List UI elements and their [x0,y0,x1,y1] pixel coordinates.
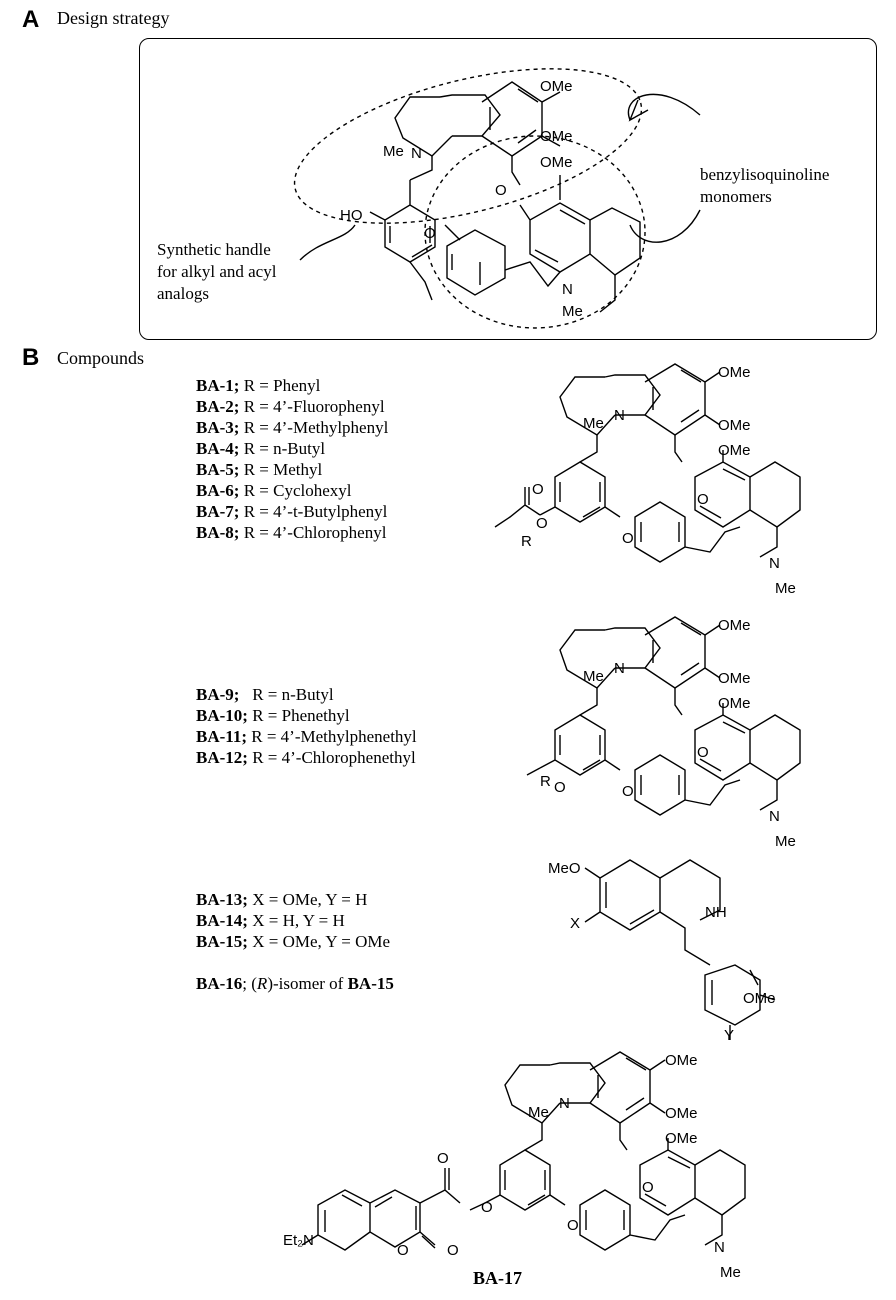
svg-text:O: O [622,783,634,800]
compound-label: BA-14; X = H, Y = H [196,911,345,930]
ba1-8-atoms: OMe OMe OMe Me N O O O O R N Me [521,364,796,597]
svg-text:N: N [562,281,573,298]
compound-label: BA-12; R = 4’-Chlorophenethyl [196,748,416,767]
svg-text:Y: Y [724,1027,734,1044]
compound-label: BA-15; X = OMe, Y = OMe [196,932,391,951]
ba17-label: BA-17 [473,1268,522,1288]
svg-text:O: O [397,1242,409,1259]
panel-a-letter: A [22,6,40,33]
design-strategy-frame [139,38,877,340]
svg-text:N: N [769,808,780,825]
svg-text:Me: Me [775,833,796,850]
structure-ba1-8 [494,363,801,563]
svg-text:R: R [540,773,551,790]
svg-text:Synthetic handle: Synthetic handle [157,240,271,259]
svg-text:OMe: OMe [718,417,751,434]
svg-text:O: O [567,1217,579,1234]
monomers-annotation: benzylisoquinoline monomers [700,165,829,206]
svg-text:benzylisoquinoline: benzylisoquinoline [700,165,829,184]
svg-text:R: R [521,533,532,550]
dimer-structure-a [293,68,701,329]
svg-text:O: O [424,225,436,242]
svg-text:Me: Me [583,415,604,432]
svg-text:Me: Me [562,303,583,320]
svg-text:N: N [559,1095,570,1112]
svg-text:OMe: OMe [665,1105,698,1122]
panel-a-title: Design strategy [57,8,170,28]
svg-text:O: O [697,744,709,761]
compound-label: BA-6; R = Cyclohexyl [196,481,352,500]
svg-text:MeO: MeO [548,860,581,877]
svg-text:Me: Me [383,143,404,160]
structure-ba17 [301,1051,746,1251]
svg-text:O: O [447,1242,459,1259]
svg-text:OMe: OMe [718,617,751,634]
svg-text:OMe: OMe [718,442,751,459]
compound-label: BA-9; R = n-Butyl [196,685,334,704]
ba13-16-atoms: MeO X NH OMe Y [548,860,776,1044]
svg-text:OMe: OMe [540,78,573,95]
svg-text:N: N [614,407,625,424]
handle-annotation: Synthetic handle for alkyl and acyl anal… [157,240,277,303]
svg-text:O: O [437,1150,449,1167]
svg-text:OMe: OMe [718,670,751,687]
svg-text:Me: Me [775,580,796,597]
compound-label: BA-7; R = 4’-t-Butylphenyl [196,502,388,521]
svg-text:O: O [554,779,566,796]
svg-text:OMe: OMe [718,364,751,381]
compound-label: BA-8; R = 4’-Chlorophenyl [196,523,387,542]
compound-label: BA-10; R = Phenethyl [196,706,350,725]
compound-label-ba16: BA-16; (R)-isomer of BA-15 [196,974,394,993]
svg-text:N: N [714,1239,725,1256]
svg-text:N: N [614,660,625,677]
svg-text:analogs: analogs [157,284,209,303]
svg-text:OMe: OMe [665,1130,698,1147]
structure-ba9-12 [526,616,801,816]
svg-text:O: O [697,491,709,508]
compound-label: BA-5; R = Methyl [196,460,323,479]
svg-text:Et₂N: Et₂N [283,1232,314,1249]
svg-text:OMe: OMe [540,154,573,171]
svg-text:O: O [481,1199,493,1216]
svg-text:Me: Me [528,1104,549,1121]
svg-text:OMe: OMe [743,990,776,1007]
compound-label: BA-3; R = 4’-Methylphenyl [196,418,389,437]
svg-text:OMe: OMe [665,1052,698,1069]
svg-text:O: O [495,182,507,199]
svg-text:OMe: OMe [718,695,751,712]
panel-b-title: Compounds [57,348,145,368]
svg-text:Me: Me [720,1264,741,1281]
compound-label: BA-13; X = OMe, Y = H [196,890,368,909]
svg-text:OMe: OMe [540,128,573,145]
svg-text:X: X [570,915,580,932]
compound-label: BA-4; R = n-Butyl [196,439,326,458]
compound-label: BA-11; R = 4’-Methylphenethyl [196,727,417,746]
svg-text:N: N [411,145,422,162]
svg-text:HO: HO [340,207,363,224]
compound-label: BA-1; R = Phenyl [196,376,321,395]
svg-text:for alkyl and acyl: for alkyl and acyl [157,262,277,281]
svg-text:NH: NH [705,904,727,921]
svg-text:O: O [642,1179,654,1196]
svg-text:monomers: monomers [700,187,772,206]
ba9-12-atoms: OMe OMe OMe Me N O O R O N Me [540,617,796,850]
ba17-atoms: OMe OMe OMe Me N O O O O O O Et₂N N Me [283,1052,741,1281]
compound-label: BA-2; R = 4’-Fluorophenyl [196,397,385,416]
dimer-atoms-a: OMe OMe OMe Me N HO O O N Me [340,78,583,320]
svg-text:O: O [622,530,634,547]
svg-text:O: O [532,481,544,498]
svg-text:N: N [769,555,780,572]
panel-b-letter: B [22,344,40,371]
svg-text:O: O [536,515,548,532]
svg-text:Me: Me [583,668,604,685]
structure-ba13-16 [584,859,776,1040]
